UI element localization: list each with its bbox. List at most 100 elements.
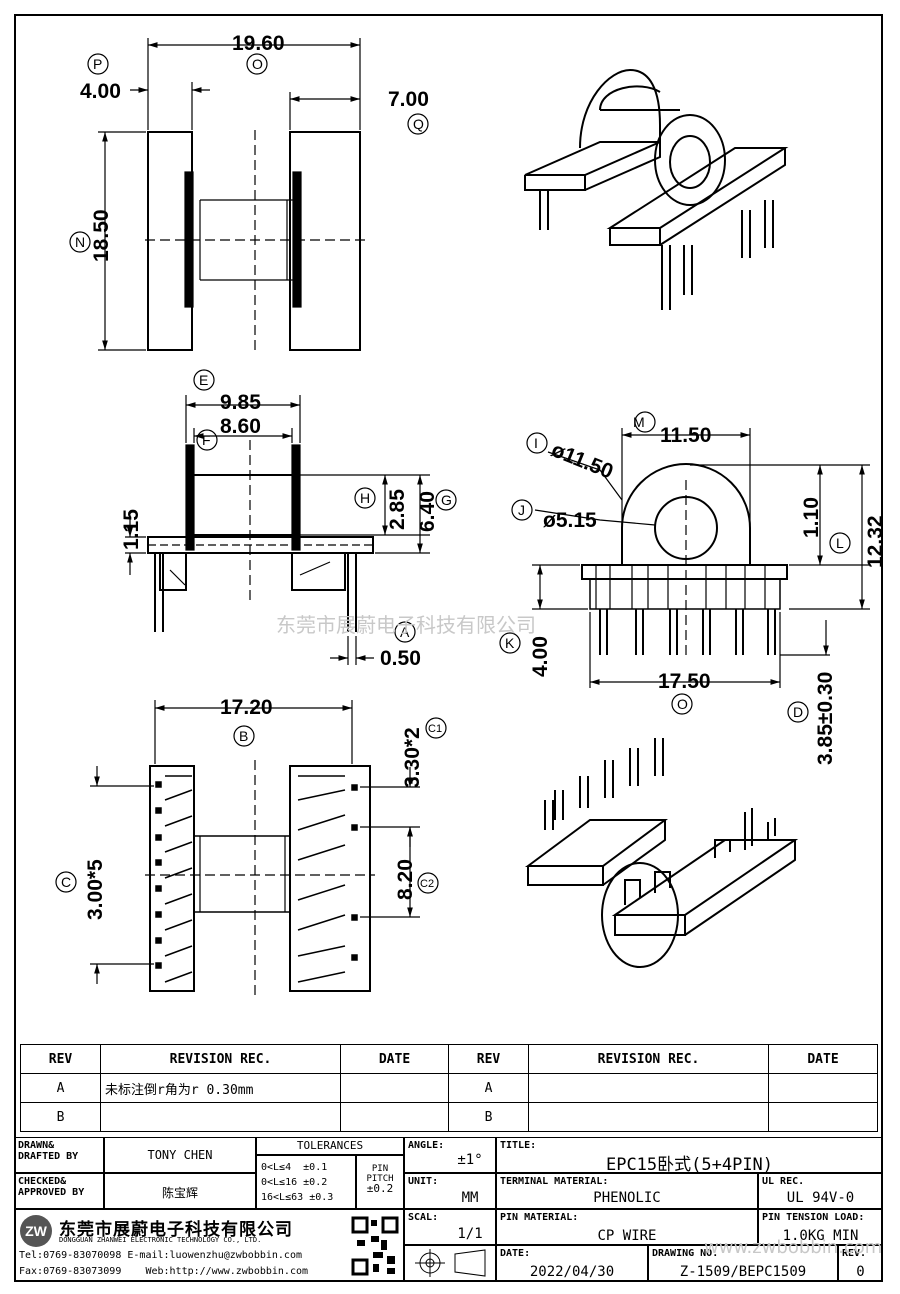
front-view [499,411,870,723]
tension-label: PIN TENSION LOAD: [762,1212,865,1223]
label-m: M [633,414,645,430]
tolerances-header-cell: TOLERANCES [256,1137,404,1155]
label-d: D [793,704,803,720]
tension-value: 1.0KG MIN [782,1228,859,1244]
terminal-cell: TERMINAL MATERIAL: PHENOLIC [496,1173,758,1209]
date-cell: DATE: 2022/04/30 [496,1245,648,1282]
tol-row: 0<L≤4 ±0.1 [261,1162,328,1173]
tolerance-rows: 0<L≤4 ±0.1 0<L≤16 ±0.2 16<L≤63 ±0.3 [256,1155,356,1209]
web: Web:http://www.zwbobbin.com [145,1266,309,1277]
dim-c: 3.00*5 [84,859,107,920]
label-o-front: O [677,696,688,712]
technical-drawing: 19.60 4.00 7.00 18.50 P O Q N 9.85 8.60 … [55,32,887,1000]
date-header: DATE [340,1044,449,1074]
title-cell: TITLE: EPC15卧式(5+4PIN) [496,1137,883,1175]
ul-cell: UL REC. UL 94V-0 [758,1173,883,1209]
label-l: L [836,535,844,551]
rev-header-2: REV [448,1044,529,1074]
pin-material-cell: PIN MATERIAL: CP WIRE [496,1209,758,1245]
rev-cell: B [448,1102,529,1132]
date-cell [340,1102,449,1132]
title-label: TITLE: [500,1140,537,1151]
website-watermark: www.zwbobbin.com [704,1237,883,1258]
revision-cell [100,1102,341,1132]
checked-label-cell: CHECKED& APPROVED BY [14,1173,104,1209]
label-h: H [360,490,370,506]
rev-cell: REV. 0 [838,1245,883,1282]
date-label: DATE: [500,1248,531,1259]
label-f: F [202,432,211,448]
drawn-label-cell: DRAWN& DRAFTED BY [14,1137,104,1173]
company-watermark: 东莞市展蔚电子科技有限公司 [276,613,536,637]
dim-d: 3.85±0.30 [814,672,837,765]
date-value: 2022/04/30 [529,1264,615,1280]
angle-cell: ANGLE: ±1° [404,1137,496,1173]
company-cell: ZW 东莞市展蔚电子科技有限公司 DONGGUAN ZHANWEI ELECTR… [14,1209,404,1282]
iso-view-top [524,68,789,310]
date-cell [340,1073,449,1103]
unit-label: UNIT: [408,1176,439,1187]
scale-value: 1/1 [457,1226,483,1242]
side-view [125,369,457,665]
email: E-mail:luowenzhu@zwbobbin.com [127,1250,302,1261]
scale-cell: SCAL: 1/1 [404,1209,496,1245]
ul-value: UL 94V-0 [786,1190,855,1206]
fax: Fax:0769-83073099 [19,1266,122,1277]
date-cell [768,1073,878,1103]
dim-h: 2.85 [386,489,409,530]
dim-left-offset: 4.00 [80,80,121,103]
label-k: K [505,635,515,651]
dim-right-offset: 7.00 [388,88,429,111]
pin-material-label: PIN MATERIAL: [500,1212,579,1223]
dim-l: 12.32 [864,515,887,568]
dim-e: 9.85 [220,391,261,414]
rev-cell: B [20,1102,101,1132]
angle-value: ±1° [457,1152,483,1168]
angle-label: ANGLE: [408,1140,445,1151]
company-name-en: DONGGUAN ZHANWEI ELECTRONIC TECHNOLOGY C… [59,1236,262,1244]
label-c1: C1 [428,723,442,735]
label-a: A [400,624,410,640]
company-contact-line1: Tel:0769-83070098 E-mail:luowenzhu@zwbob… [19,1250,302,1261]
dim-k: 4.00 [529,636,552,677]
label-i: I [534,435,538,451]
date-header-2: DATE [768,1044,878,1074]
table-row: B B [20,1102,878,1132]
revision-cell: 未标注倒r角为r 0.30mm [100,1073,341,1103]
company-name-cn: 东莞市展蔚电子科技有限公司 [59,1220,293,1240]
dim-c1: 3.30*2 [401,727,424,788]
checked-label: CHECKED& APPROVED BY [18,1176,85,1198]
checked-value: 陈宝辉 [161,1186,198,1200]
revision-rec-header: REVISION REC. [100,1044,341,1074]
dim-m: 11.50 [660,424,711,447]
rev-cell: A [20,1073,101,1103]
label-p: P [93,56,102,72]
dim-left-height: 1.15 [120,509,143,550]
label-e: E [199,372,208,388]
unit-cell: UNIT: MM [404,1173,496,1209]
drawing-no-label: DRAWING NO. [652,1248,719,1259]
dim-c2: 8.20 [394,859,417,900]
dim-j: ø5.15 [543,509,597,532]
label-g: G [441,492,452,508]
top-view [69,38,429,355]
terminal-value: PHENOLIC [593,1190,661,1206]
dim-overall-height: 18.50 [90,209,113,262]
dim-i: ø11.50 [548,438,616,483]
dim-f: 8.60 [220,415,261,438]
tolerances-label: TOLERANCES [296,1139,364,1152]
label-c: C [61,874,71,890]
revision-cell [528,1102,769,1132]
svg-text:ZW: ZW [25,1223,48,1239]
qr-code-icon [351,1216,399,1276]
label-b: B [239,728,248,744]
label-n: N [75,234,85,250]
label-q: Q [413,116,424,132]
tol-row: 0<L≤16 ±0.2 [261,1177,328,1188]
terminal-label: TERMINAL MATERIAL: [500,1176,609,1187]
dim-a: 0.50 [380,647,421,670]
rev-cell: A [448,1073,529,1103]
dim-overall-width: 19.60 [232,32,285,55]
label-j: J [518,502,525,518]
dim-top: 1.10 [800,497,823,538]
